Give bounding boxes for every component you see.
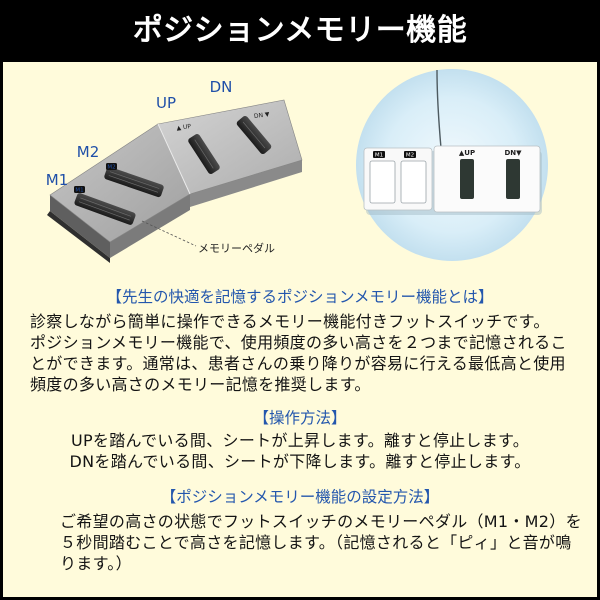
section-heading-setting: 【ポジションメモリー機能の設定方法】 [160, 488, 440, 506]
section-body-operation: UPを踏んでいる間、シートが上昇します。離すと停止します。 DNを踏んでいる間、… [0, 430, 600, 472]
dn-device-mark: DN ▼ [254, 111, 271, 120]
section-line: ご希望の高さの状態でフットスイッチのメモリーペダル（M1・M2）を [60, 512, 582, 531]
m1-tag: M1 [74, 186, 85, 194]
section-line: 頻度の多い高さのメモリー記憶を推奨します。 [30, 375, 371, 394]
memory-unit-front-left [50, 195, 110, 258]
memory-pedal-callout-line [141, 220, 197, 247]
memory-unit-base [47, 211, 110, 263]
photo-memory-pedal-m1 [369, 160, 396, 204]
dn-label: DN [210, 78, 233, 96]
photo-m2-tag: M2 [406, 153, 414, 159]
foot-switch-photo: M1 M2 ▲UP DN▼ [356, 69, 548, 261]
m2-tag-label: M2 [107, 165, 115, 171]
photo-dn-mark: DN▼ [504, 149, 522, 157]
section-line: DNを踏んでいる間、シートが下降します。離すと停止します。 [69, 452, 531, 471]
up-device-mark: ▲ UP [176, 123, 192, 132]
dn-pedal [236, 115, 272, 155]
up-pedal [188, 133, 220, 175]
switch-cable [436, 69, 442, 149]
m1-tag-label: M1 [75, 188, 83, 194]
photo-memory-module: M1 M2 [363, 147, 433, 211]
photo-up-down-module: ▲UP DN▼ [433, 145, 541, 213]
m2-label: M2 [77, 143, 100, 161]
photo-memory-pedal-m2 [400, 160, 427, 204]
page-title: ポジションメモリー機能 [132, 13, 468, 48]
foot-switch-illustration: M1 M2 ▲ UP DN ▼ UP DN M2 M1 [46, 78, 303, 263]
up-down-unit: ▲ UP DN ▼ [157, 99, 303, 207]
section-heading-operation: 【操作方法】 [253, 409, 347, 427]
section-heading-about: 【先生の快適を記憶するポジションメモリー機能とは】 [106, 288, 494, 306]
memory-pedal-m2 [104, 166, 164, 198]
section-line: 診察しながら簡単に操作できるメモリー機能付きフットスイッチです。 [30, 312, 550, 331]
memory-unit-front-right [110, 194, 190, 258]
photo-m1-tag: M1 [375, 153, 383, 159]
up-label: UP [156, 94, 176, 112]
section-line: ります。） [60, 554, 132, 573]
memory-pedal-label: メモリーペダル [198, 241, 275, 255]
section-line: ５秒間踏むことで高さを記憶します。（記憶されると「ピィ」と音が鳴 [60, 533, 572, 552]
photo-up-pedal [460, 159, 474, 199]
section-line: ポジションメモリー機能で、使用頻度の多い高さを２つまで記憶されるこ [30, 333, 567, 352]
section-body-setting: ご希望の高さの状態でフットスイッチのメモリーペダル（M1・M2）を ５秒間踏むこ… [60, 511, 582, 574]
memory-pedal-m1 [74, 193, 136, 225]
m1-label: M1 [46, 171, 69, 189]
photo-dn-pedal [506, 159, 520, 199]
memory-unit: M1 M2 [47, 123, 191, 263]
section-line: UPを踏んでいる間、シートが上昇します。離すと停止します。 [70, 431, 530, 450]
section-line: とができます。通常は、患者さんの乗り降りが容易に行える最低高と使用 [30, 354, 566, 373]
section-body-about: 診察しながら簡単に操作できるメモリー機能付きフットスイッチです。 ポジションメモ… [30, 311, 567, 395]
up-down-unit-front [190, 160, 302, 207]
m2-tag: M2 [106, 163, 117, 171]
photo-up-mark: ▲UP [459, 149, 475, 157]
title-bar: ポジションメモリー機能 [0, 0, 600, 62]
